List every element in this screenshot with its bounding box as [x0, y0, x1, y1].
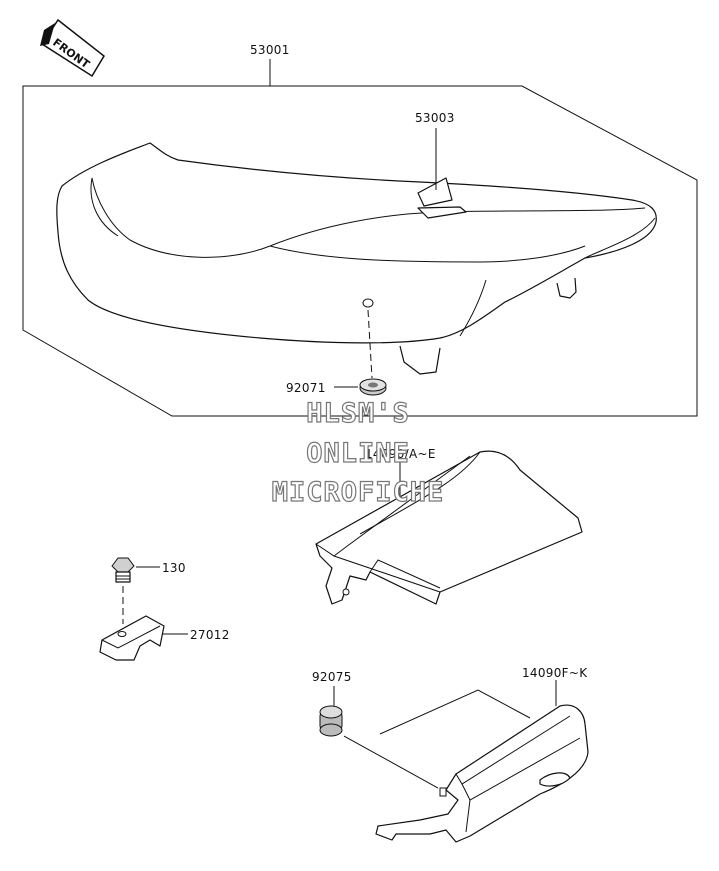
watermark: HLSM'S ONLINE MICROFICHE	[271, 397, 445, 508]
callout-53001: 53001	[250, 43, 290, 57]
watermark-line3: MICROFICHE	[272, 477, 445, 508]
seat-assembly-outline	[22, 85, 698, 417]
callout-14090-left: 14090/A~E	[365, 447, 436, 461]
callout-14090-right: 14090F~K	[522, 666, 588, 680]
bolt	[111, 557, 135, 583]
callout-92071: 92071	[286, 381, 326, 395]
grommet-dash	[367, 309, 373, 379]
tail-cover-right	[375, 704, 589, 843]
front-arrow-icon: FRONT	[40, 18, 105, 78]
tail-cover-left	[315, 450, 583, 605]
seat-badge	[417, 177, 467, 219]
seat	[56, 142, 657, 375]
leader-14090-right-b	[379, 689, 531, 735]
callout-130: 130	[162, 561, 186, 575]
clamp	[99, 615, 165, 661]
callout-27012: 27012	[190, 628, 230, 642]
damper	[319, 705, 343, 737]
watermark-line2: ONLINE	[306, 438, 410, 469]
callout-53003: 53003	[415, 111, 455, 125]
callout-92075: 92075	[312, 670, 352, 684]
damper-leader-line	[343, 735, 439, 789]
seat-grommet	[359, 378, 387, 396]
watermark-line1: HLSM'S	[306, 398, 410, 429]
